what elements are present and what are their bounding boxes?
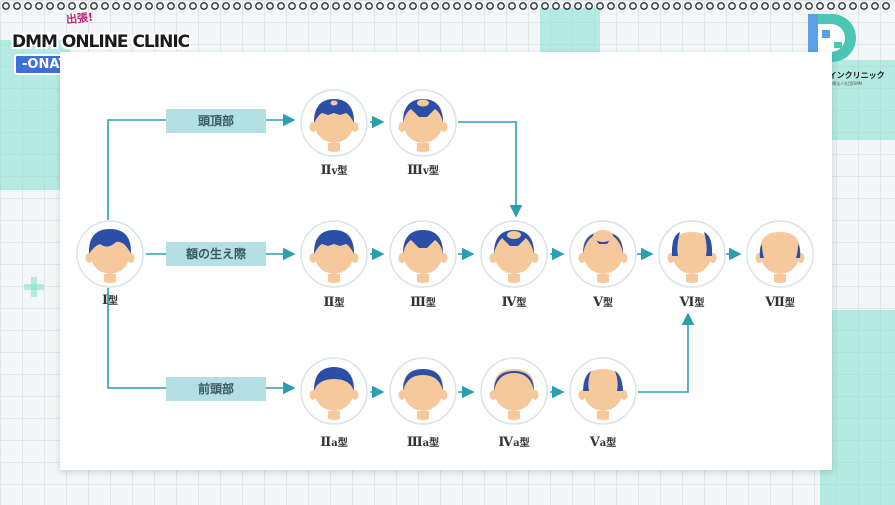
head-illustration-icon bbox=[389, 89, 457, 157]
type-label-t1: Ⅰ型 bbox=[101, 293, 119, 308]
diagram-card: 頭頂部 額の生え際 前頭部 Ⅰ型 Ⅱv型 Ⅲv型 Ⅱ型 Ⅲ型 Ⅳ型 Ⅴ型 Ⅵ型 … bbox=[60, 52, 832, 470]
type-label-t4: Ⅳ型 bbox=[501, 295, 527, 310]
head-t7 bbox=[746, 220, 814, 292]
head-illustration-icon bbox=[569, 220, 637, 288]
head-illustration-icon bbox=[658, 220, 726, 288]
type-label-t6: Ⅵ型 bbox=[679, 295, 705, 310]
type-label-t4a: Ⅳa型 bbox=[498, 435, 530, 450]
decor-block bbox=[540, 8, 600, 52]
clinic-sub: produced by 医療法人社団DMM bbox=[801, 81, 863, 86]
type-label-t2v: Ⅱv型 bbox=[320, 163, 348, 178]
brand-sub: 出張! bbox=[65, 10, 94, 27]
head-t2v bbox=[300, 89, 368, 161]
head-t3a bbox=[389, 357, 457, 429]
type-label-t2: Ⅱ型 bbox=[323, 295, 345, 310]
head-t4 bbox=[480, 220, 548, 292]
head-t3v bbox=[389, 89, 457, 161]
head-t5a bbox=[569, 357, 637, 429]
head-t2 bbox=[300, 220, 368, 292]
head-illustration-icon bbox=[389, 357, 457, 425]
type-label-t7: Ⅶ型 bbox=[765, 295, 795, 310]
region-label-front: 前頭部 bbox=[166, 377, 266, 401]
head-illustration-icon bbox=[746, 220, 814, 288]
type-label-t3v: Ⅲv型 bbox=[407, 163, 439, 178]
region-label-crown: 頭頂部 bbox=[166, 109, 266, 133]
head-t4a bbox=[480, 357, 548, 429]
type-label-t3: Ⅲ型 bbox=[410, 295, 436, 310]
type-label-t5a: Ⅴa型 bbox=[589, 435, 617, 450]
region-label-hairline: 額の生え際 bbox=[166, 242, 266, 266]
head-t6 bbox=[658, 220, 726, 292]
brand-main: DMM ONLINE CLINIC bbox=[12, 32, 190, 52]
head-illustration-icon bbox=[76, 220, 144, 288]
type-label-t5: Ⅴ型 bbox=[592, 295, 614, 310]
head-illustration-icon bbox=[389, 220, 457, 288]
head-illustration-icon bbox=[300, 220, 368, 288]
d-logo-icon bbox=[808, 14, 856, 62]
spiral-binding bbox=[2, 2, 890, 10]
type-label-t3a: Ⅲa型 bbox=[406, 435, 440, 450]
head-t3 bbox=[389, 220, 457, 292]
head-illustration-icon bbox=[480, 220, 548, 288]
head-illustration-icon bbox=[300, 357, 368, 425]
decor-block bbox=[820, 310, 895, 505]
head-t2a bbox=[300, 357, 368, 429]
head-illustration-icon bbox=[569, 357, 637, 425]
head-t1 bbox=[76, 220, 144, 292]
head-illustration-icon bbox=[300, 89, 368, 157]
head-t5 bbox=[569, 220, 637, 292]
head-illustration-icon bbox=[480, 357, 548, 425]
decor-plus bbox=[31, 277, 37, 297]
type-label-t2a: Ⅱa型 bbox=[320, 435, 348, 450]
